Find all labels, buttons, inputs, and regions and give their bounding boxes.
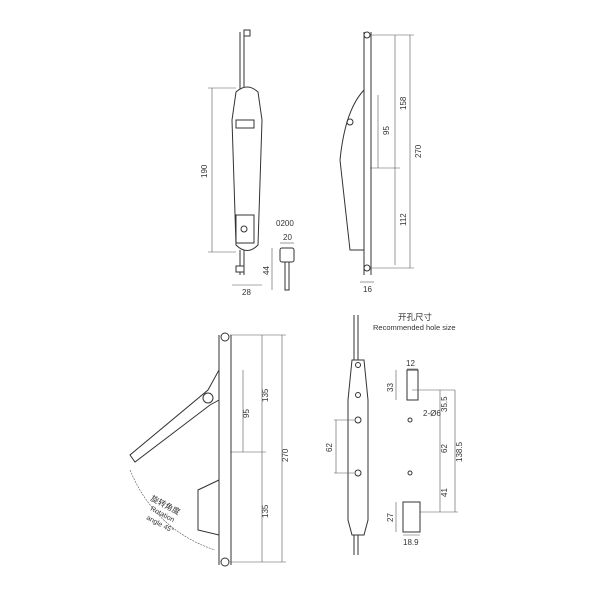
- hole-title-en: Recommended hole size: [373, 323, 456, 332]
- dim-27: 27: [386, 513, 395, 522]
- dim-62: 62: [440, 444, 449, 453]
- hole-spec: 2-Ø6: [423, 409, 441, 418]
- dim-62-mount: 62: [325, 443, 334, 452]
- dim-35-5: 35.5: [440, 396, 449, 412]
- dim-44: 44: [262, 266, 271, 275]
- dim-33: 33: [386, 383, 395, 392]
- dim-41: 41: [440, 488, 449, 497]
- open-view: 旋转角度 Rotation angle 45° 135 95 270 135: [129, 332, 290, 567]
- dim-270: 270: [414, 144, 423, 158]
- front-view: 190 28: [200, 29, 263, 297]
- dim-12: 12: [406, 359, 415, 368]
- dim-270-open: 270: [281, 448, 290, 462]
- dim-20: 20: [283, 233, 292, 242]
- hole-title-cn: 开孔尺寸: [398, 312, 433, 322]
- dim-28: 28: [242, 288, 251, 297]
- dim-95: 95: [382, 126, 391, 135]
- side-view: 158 95 270 112 16: [339, 31, 423, 294]
- dim-135-bottom: 135: [261, 504, 270, 518]
- dim-158: 158: [399, 96, 408, 110]
- key-code: 0200: [276, 219, 294, 228]
- dim-95-open: 95: [242, 409, 251, 418]
- dim-138-5: 138.5: [455, 441, 464, 462]
- dim-18-9: 18.9: [403, 538, 419, 547]
- hole-size-view: 开孔尺寸 Recommended hole size 62 12 33 2-Ø6…: [325, 312, 464, 555]
- dim-190: 190: [200, 164, 209, 178]
- dim-16: 16: [363, 285, 372, 294]
- dim-112: 112: [399, 213, 408, 226]
- key: 0200 20 44: [262, 219, 295, 291]
- dim-135-top: 135: [261, 388, 270, 402]
